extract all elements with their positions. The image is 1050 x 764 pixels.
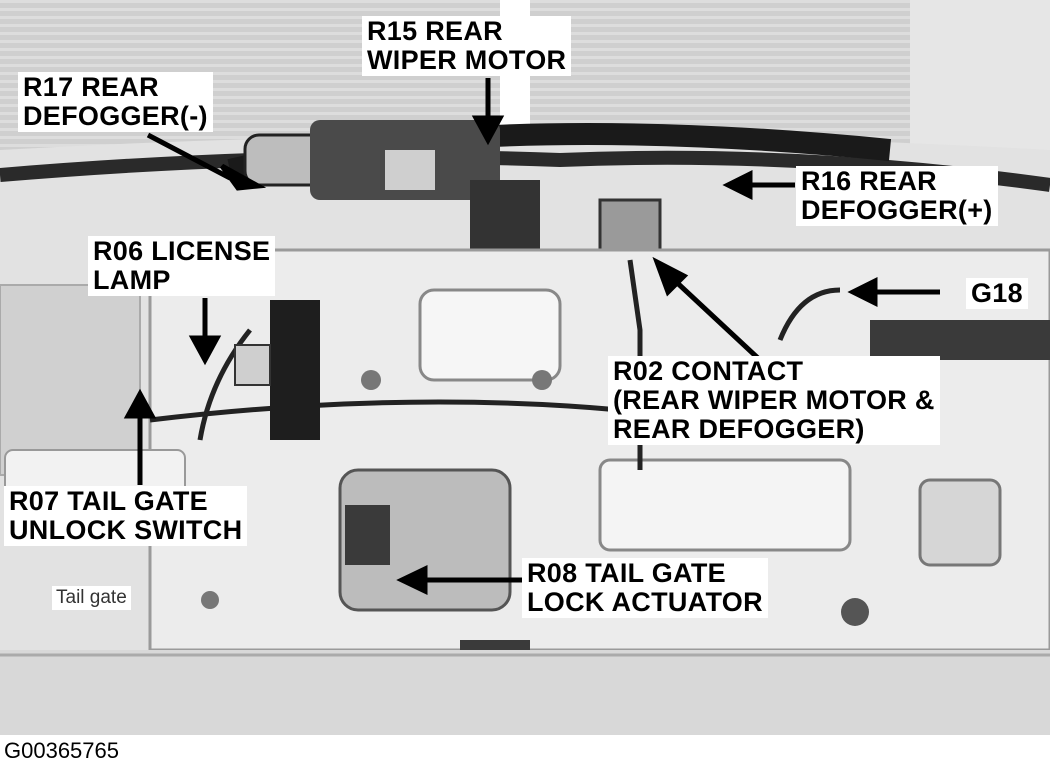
label-line: R08 TAIL GATE	[527, 558, 726, 588]
label-r17-rear-defogger-minus: R17 REAR DEFOGGER(-)	[18, 72, 213, 132]
label-line: LOCK ACTUATOR	[527, 587, 763, 617]
label-line: WIPER MOTOR	[367, 45, 567, 75]
label-r07-tail-gate-unlock-switch: R07 TAIL GATE UNLOCK SWITCH	[4, 486, 248, 546]
label-r16-rear-defogger-plus: R16 REAR DEFOGGER(+)	[796, 166, 998, 226]
label-line: R02 CONTACT	[613, 356, 804, 386]
label-line: DEFOGGER(+)	[801, 195, 993, 225]
label-r15-rear-wiper-motor: R15 REAR WIPER MOTOR	[362, 16, 572, 76]
label-line: G18	[971, 278, 1023, 308]
figure-id: G00365765	[4, 738, 119, 763]
label-line: REAR DEFOGGER)	[613, 414, 865, 444]
label-line: R15 REAR	[367, 16, 503, 46]
label-line: R07 TAIL GATE	[9, 486, 208, 516]
tailgate-photo	[0, 0, 1050, 735]
label-line: R17 REAR	[23, 72, 159, 102]
label-r08-tail-gate-lock-actuator: R08 TAIL GATE LOCK ACTUATOR	[522, 558, 768, 618]
label-line: (REAR WIPER MOTOR &	[613, 385, 935, 415]
tail-gate-photo-label: Tail gate	[52, 586, 131, 610]
label-line: R16 REAR	[801, 166, 937, 196]
label-line: DEFOGGER(-)	[23, 101, 208, 131]
label-r06-license-lamp: R06 LICENSE LAMP	[88, 236, 276, 296]
label-line: UNLOCK SWITCH	[9, 515, 243, 545]
label-g18: G18	[966, 278, 1028, 309]
label-line: LAMP	[93, 265, 171, 295]
label-line: R06 LICENSE	[93, 236, 271, 266]
label-r02-contact: R02 CONTACT (REAR WIPER MOTOR & REAR DEF…	[608, 356, 940, 445]
